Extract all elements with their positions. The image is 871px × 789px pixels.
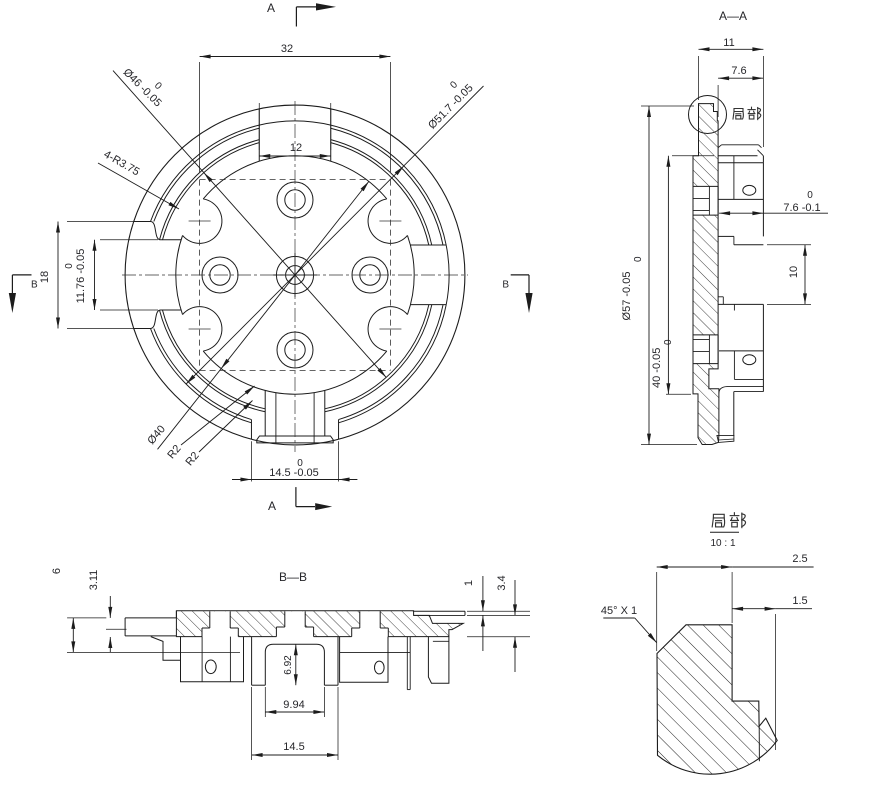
svg-text:3.11: 3.11 [88,570,100,591]
svg-text:12: 12 [290,142,302,154]
svg-text:2.5: 2.5 [792,553,807,565]
svg-text:10: 10 [788,266,800,278]
svg-text:A—A: A—A [719,9,747,23]
svg-text:Ø57 -0.05: Ø57 -0.05 [621,272,633,321]
svg-text:14.5 -0.05: 14.5 -0.05 [269,467,319,479]
svg-text:A: A [267,1,275,15]
svg-text:0: 0 [64,263,75,269]
svg-text:18: 18 [39,271,51,283]
svg-text:10 : 1: 10 : 1 [710,538,735,549]
svg-text:B: B [31,280,38,291]
svg-text:7.6 -0.1: 7.6 -0.1 [783,202,820,214]
svg-text:11: 11 [723,37,734,49]
svg-text:40 -0.05: 40 -0.05 [651,348,663,388]
svg-text:0: 0 [807,190,813,201]
svg-text:1: 1 [463,580,475,586]
svg-text:0: 0 [633,256,644,262]
svg-text:7.6: 7.6 [731,65,746,77]
svg-text:11.76 -0.05: 11.76 -0.05 [75,249,87,304]
svg-text:B—B: B—B [279,570,307,584]
svg-text:0: 0 [663,339,674,345]
svg-text:14.5: 14.5 [283,741,304,753]
svg-text:32: 32 [281,43,293,55]
svg-text:9.94: 9.94 [283,699,304,711]
svg-text:45° X 1: 45° X 1 [601,605,637,617]
svg-text:1.5: 1.5 [792,595,807,607]
svg-text:6: 6 [51,568,63,574]
svg-text:A: A [268,499,276,513]
svg-text:3.4: 3.4 [496,575,508,590]
svg-text:6.92: 6.92 [283,655,294,675]
svg-text:B: B [502,280,509,291]
